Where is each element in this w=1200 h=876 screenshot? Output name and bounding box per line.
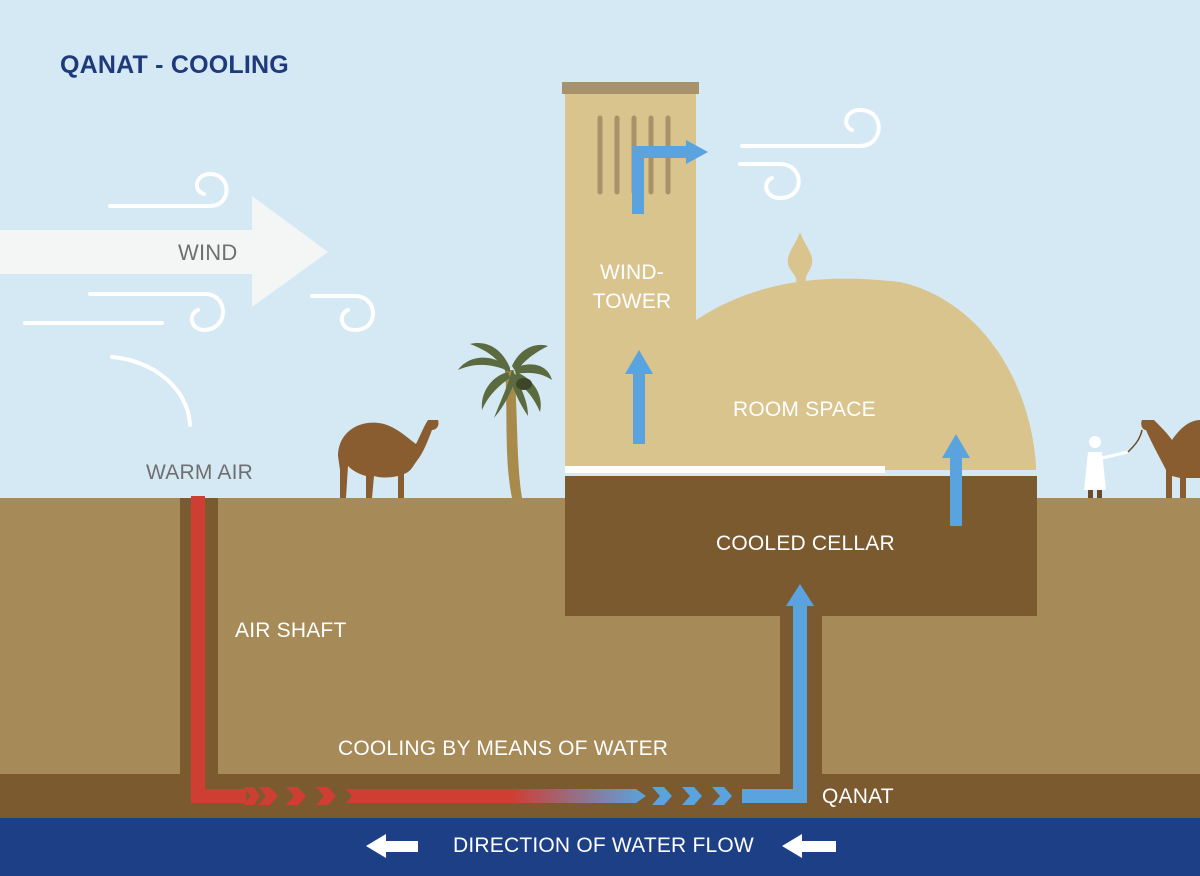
wind-swirl-icon <box>108 171 229 208</box>
camel-right-icon <box>1141 420 1200 498</box>
warm-chevron-icon <box>244 787 260 805</box>
wind-swirls <box>23 107 881 427</box>
label-cooling-by-water: COOLING BY MEANS OF WATER <box>338 737 669 760</box>
label-water-flow: DIRECTION OF WATER FLOW <box>453 834 754 857</box>
warm-chevron-icon <box>286 787 306 805</box>
person-icon <box>1084 429 1143 498</box>
room-up-arrow <box>633 372 645 444</box>
water-channel <box>0 818 1200 876</box>
label-air-shaft: AIR SHAFT <box>235 619 347 642</box>
dome <box>696 278 1036 470</box>
label-wind-tower-line1: WIND- <box>600 261 664 284</box>
floor-line <box>565 466 885 473</box>
palm-tree-icon <box>458 343 552 498</box>
wind-arrow-icon <box>0 196 328 307</box>
label-wind: WIND <box>178 240 238 265</box>
wind-swirl-icon <box>310 294 375 333</box>
wind-swirl-icon <box>88 292 225 333</box>
cool-chevron-icon <box>682 787 702 805</box>
label-warm-air: WARM AIR <box>146 461 253 484</box>
wind-curve-icon <box>110 355 192 427</box>
label-cooled-cellar: COOLED CELLAR <box>716 532 895 555</box>
wind-tower-cap <box>562 82 699 94</box>
water-flow-arrow-left-icon <box>366 834 418 858</box>
warm-chevron-icon <box>316 787 336 805</box>
tower-exit-arrow-icon <box>686 140 708 164</box>
cool-air-arrow-icon <box>786 584 814 606</box>
label-room-space: ROOM SPACE <box>733 398 876 421</box>
camel-left-icon <box>338 420 439 498</box>
wind-swirl-icon <box>740 107 881 148</box>
cool-chevron-icon <box>712 787 732 805</box>
label-qanat: QANAT <box>822 785 894 808</box>
page-title: QANAT - COOLING <box>60 51 289 79</box>
wind-swirl-icon <box>738 162 801 201</box>
tower-exit-path <box>632 146 688 214</box>
water-flow-arrow-right-icon <box>782 834 836 858</box>
dome-finial <box>787 232 813 282</box>
cellar-up-arrow-icon <box>942 434 970 458</box>
cellar-up-arrow <box>950 456 962 526</box>
label-wind-tower: WIND- TOWER <box>587 258 677 316</box>
warm-air-path <box>191 496 246 803</box>
cool-air-path <box>742 604 807 803</box>
room-up-arrow-icon <box>625 350 653 374</box>
air-gradient-band <box>346 789 646 803</box>
label-wind-tower-line2: TOWER <box>592 290 672 313</box>
warm-chevron-icon <box>258 787 278 805</box>
cool-chevron-icon <box>652 787 672 805</box>
